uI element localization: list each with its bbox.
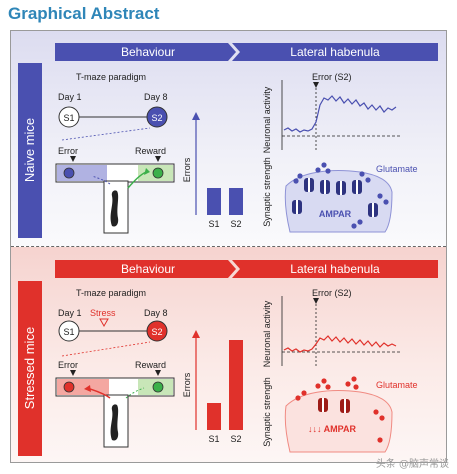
stressed-habenula-label: Lateral habenula (290, 262, 380, 276)
stressed-habenula-header (232, 260, 438, 278)
naive-mouse-icon (110, 190, 119, 227)
naive-errors-axis-arrow (192, 112, 200, 120)
naive-glutamate-dots (293, 162, 389, 229)
stressed-neuronal-trace (283, 335, 397, 353)
stressed-synaptic-axis-label: Synaptic strength (262, 377, 272, 447)
stressed-neuronal-axis-label: Neuronal activity (262, 300, 272, 367)
naive-day8-label: Day 8 (144, 92, 168, 102)
stressed-trace-marker (313, 298, 319, 304)
stressed-postsynaptic-membrane (284, 390, 393, 453)
stressed-glutamate-label: Glutamate (376, 380, 418, 390)
naive-choice-arrowhead-green (144, 168, 150, 175)
stressed-trace-marker-label: Error (S2) (312, 288, 352, 298)
stressed-errors-axis-arrow (192, 330, 200, 338)
watermark: 头条 @脑声常谈 (375, 459, 449, 470)
stressed-reward-label: Reward (135, 360, 166, 370)
stressed-error-label: Error (58, 360, 78, 370)
stressed-s2-label: S2 (151, 327, 162, 337)
panel-divider (11, 246, 446, 247)
stressed-bar-label-s2: S2 (230, 434, 241, 444)
stressed-ampar-label: ↓↓↓ AMPAR (308, 424, 356, 434)
stressed-choice-arrowhead-red (84, 385, 91, 392)
naive-paradigm-label: T-maze paradigm (76, 72, 146, 82)
abstract-frame (10, 30, 447, 463)
naive-ampar-receptors (292, 178, 378, 217)
stressed-s1-circle (58, 320, 80, 342)
ampar-receptor (368, 203, 378, 217)
naive-error-label: Error (58, 146, 78, 156)
stressed-bar-label-s1: S1 (208, 434, 219, 444)
naive-habenula-header (232, 43, 438, 61)
stressed-errors-bar-2 (229, 340, 243, 430)
stressed-mouse-icon (110, 404, 119, 441)
stressed-choice-arrow-green (125, 387, 145, 399)
naive-ampar-label: AMPAR (319, 209, 352, 219)
stressed-behaviour-label: Behaviour (121, 262, 175, 276)
stressed-panel: Stressed mice Behaviour Lateral habenula… (18, 260, 438, 456)
stressed-errors-axis-label: Errors (182, 372, 192, 397)
stressed-reward-target (152, 381, 164, 393)
naive-errors-bar-1 (207, 188, 221, 215)
naive-errors-bar-2 (229, 188, 243, 215)
naive-reward-target (152, 167, 164, 179)
naive-trace-marker (313, 82, 319, 88)
naive-behaviour-label: Behaviour (121, 45, 175, 59)
naive-errors-axis-label: Errors (182, 157, 192, 182)
naive-choice-arrow-green (127, 171, 147, 189)
ampar-receptor (336, 181, 346, 195)
naive-errors-bars (207, 188, 243, 215)
naive-day1-label: Day 1 (58, 92, 82, 102)
stressed-errors-bar-1 (207, 403, 221, 430)
naive-bar-label-s1: S1 (208, 219, 219, 229)
naive-neuronal-axis-label: Neuronal activity (262, 86, 272, 153)
ampar-receptor (320, 180, 330, 194)
ampar-receptor (340, 399, 350, 413)
stressed-behaviour-header (55, 260, 236, 278)
stressed-error-marker (70, 370, 76, 376)
stressed-error-target (63, 381, 75, 393)
naive-zoom-line (61, 127, 151, 141)
ampar-receptor (304, 178, 314, 192)
naive-s2-label: S2 (151, 113, 162, 123)
naive-neuronal-trace (283, 95, 397, 133)
naive-panel: Naive mice Behaviour Lateral habenula T-… (18, 43, 438, 238)
stressed-errors-bars (207, 340, 243, 430)
naive-side-bar (18, 63, 42, 238)
ampar-receptor (292, 200, 302, 214)
naive-s2-circle (146, 106, 168, 128)
stressed-side-bar (18, 281, 42, 456)
stressed-stress-label: Stress (90, 308, 116, 318)
stressed-s2-circle (146, 320, 168, 342)
stressed-choice-arrow-red (89, 388, 111, 399)
stressed-reward-marker (155, 370, 161, 376)
naive-choice-arrow-blue (91, 175, 111, 185)
stressed-day8-label: Day 8 (144, 308, 168, 318)
naive-error-marker (70, 156, 76, 162)
naive-glutamate-label: Glutamate (376, 164, 418, 174)
stressed-zoom-line (61, 341, 151, 357)
naive-reward-marker (155, 156, 161, 162)
naive-habenula-label: Lateral habenula (290, 45, 380, 59)
naive-trace-marker-label: Error (S2) (312, 72, 352, 82)
ampar-receptor (352, 180, 362, 194)
naive-s1-label: S1 (63, 113, 74, 123)
naive-side-label: Naive mice (22, 118, 37, 182)
page-title: Graphical Abstract (8, 4, 160, 23)
stressed-s1-label: S1 (63, 327, 74, 337)
naive-bar-label-s2: S2 (230, 219, 241, 229)
stressed-day1-label: Day 1 (58, 308, 82, 318)
stressed-stress-marker (99, 318, 109, 328)
ampar-receptor (318, 398, 328, 412)
naive-reward-label: Reward (135, 146, 166, 156)
stressed-glutamate-dots (295, 376, 385, 443)
stressed-paradigm-label: T-maze paradigm (76, 288, 146, 298)
stressed-side-label: Stressed mice (22, 327, 37, 409)
naive-behaviour-header (55, 43, 236, 61)
stressed-ampar-receptors (318, 398, 350, 413)
naive-s1-circle (58, 106, 80, 128)
naive-synaptic-axis-label: Synaptic strength (262, 157, 272, 227)
naive-error-target (63, 167, 75, 179)
